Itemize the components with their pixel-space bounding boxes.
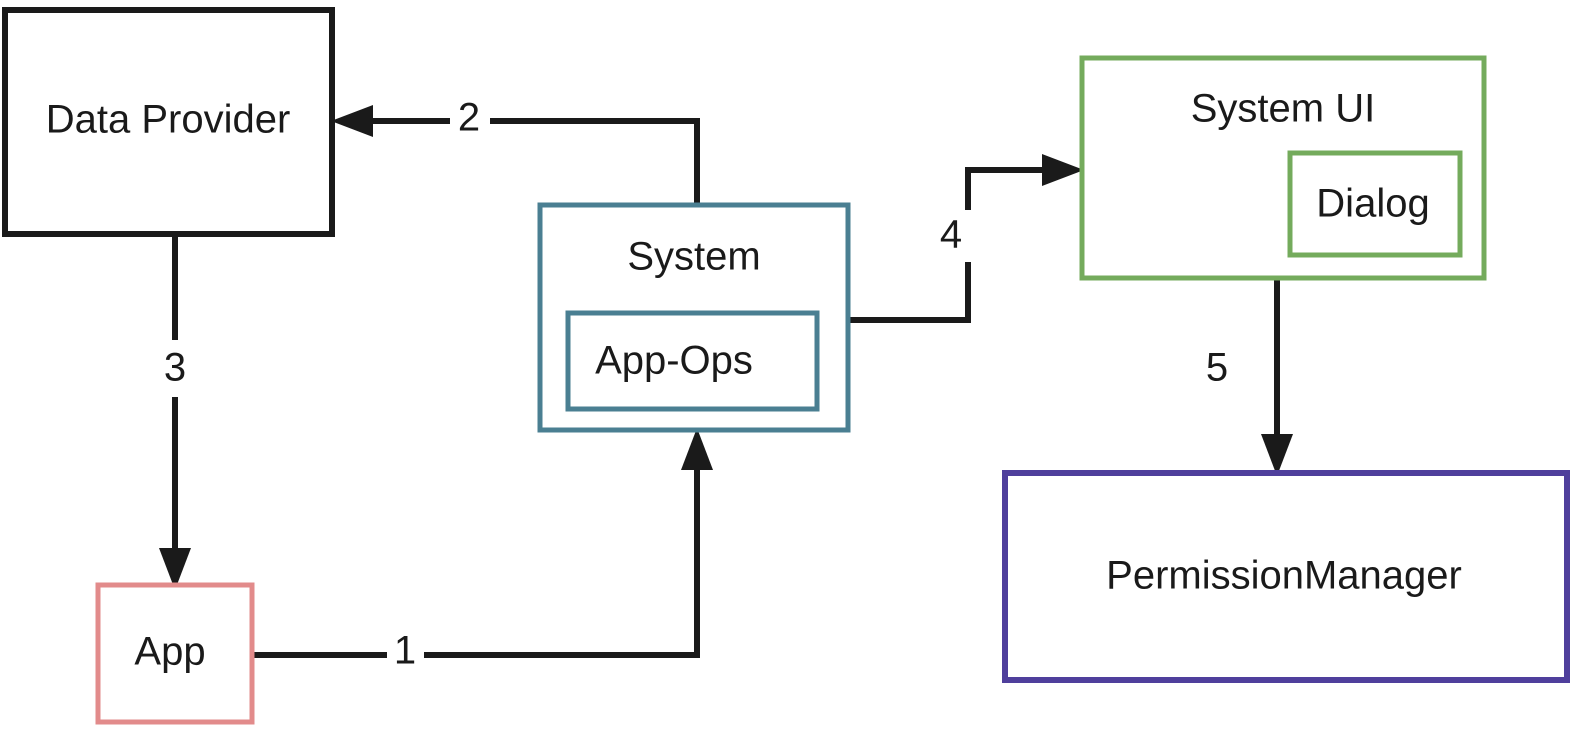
edge-2-label: 2 bbox=[458, 96, 480, 140]
edge-2-arrowhead bbox=[331, 105, 373, 137]
edge-5-group: 5 bbox=[1206, 278, 1293, 476]
app-box[interactable] bbox=[95, 582, 255, 725]
data-provider-box[interactable] bbox=[2, 7, 335, 237]
edge-2-group: 2 bbox=[331, 96, 700, 205]
edge-2-line-a bbox=[490, 118, 700, 205]
data-provider-label: Data Provider bbox=[46, 98, 291, 142]
edge-3-label: 3 bbox=[164, 346, 186, 390]
node-permission-manager[interactable]: PermissionManager bbox=[1002, 470, 1570, 683]
app-label: App bbox=[134, 630, 205, 674]
edge-4-line-a bbox=[845, 262, 971, 323]
edge-4-arrowhead bbox=[1042, 154, 1084, 186]
dialog-box[interactable] bbox=[1287, 150, 1463, 258]
dialog-label: Dialog bbox=[1316, 182, 1429, 226]
app-ops-box[interactable] bbox=[565, 310, 820, 412]
permission-manager-box[interactable] bbox=[1002, 470, 1570, 683]
edge-3-arrowhead bbox=[159, 548, 191, 590]
edge-1-arrowhead bbox=[681, 428, 713, 470]
edge-1-label: 1 bbox=[394, 629, 416, 673]
node-app-ops[interactable]: App-Ops bbox=[565, 310, 820, 412]
node-data-provider[interactable]: Data Provider bbox=[2, 7, 335, 237]
app-ops-label: App-Ops bbox=[595, 339, 753, 383]
node-dialog[interactable]: Dialog bbox=[1287, 150, 1463, 258]
edge-4-line-b bbox=[965, 167, 1050, 210]
system-label: System bbox=[627, 235, 760, 279]
edge-5-arrowhead bbox=[1261, 434, 1293, 476]
edge-3-group: 3 bbox=[159, 234, 191, 590]
edge-4-label: 4 bbox=[940, 213, 962, 257]
node-app[interactable]: App bbox=[95, 582, 255, 725]
edge-4-group: 4 bbox=[845, 154, 1084, 323]
edge-1-line-b bbox=[424, 455, 700, 658]
edge-5-label: 5 bbox=[1206, 346, 1228, 390]
permission-manager-label: PermissionManager bbox=[1106, 554, 1462, 598]
edge-1-group: 1 bbox=[252, 428, 713, 673]
system-ui-label: System UI bbox=[1191, 87, 1375, 131]
